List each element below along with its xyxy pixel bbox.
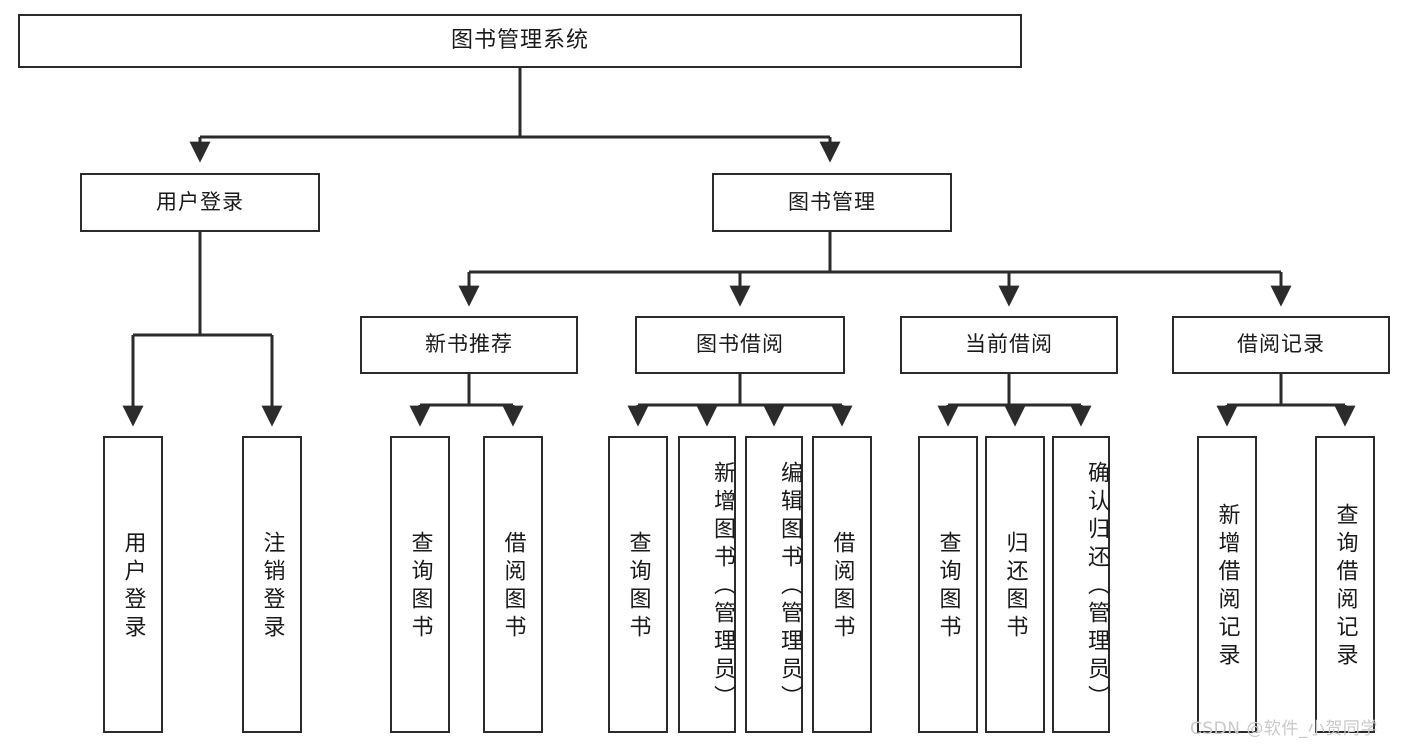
leaf-logout-label: 注销登录 [259,530,285,643]
node-book-manage-label: 图书管理 [788,189,876,214]
leaf-confirm-return-admin-label: 确认归还（管理员） [1084,460,1109,713]
node-root[interactable]: 图书管理系统 [18,14,1022,68]
leaf-query-book-recommend-label: 查询图书 [407,530,433,643]
leaf-user-login[interactable]: 用户登录 [103,436,163,733]
node-book-borrow[interactable]: 图书借阅 [635,316,845,374]
leaf-add-borrow-record[interactable]: 新增借阅记录 [1197,436,1257,733]
node-user-login[interactable]: 用户登录 [80,173,320,232]
leaf-return-book-label: 归还图书 [1002,530,1028,643]
node-borrow-record[interactable]: 借阅记录 [1172,316,1390,374]
csdn-watermark: CSDN @软件_小贺同学 [1190,719,1378,739]
leaf-query-book-borrow-label: 查询图书 [625,530,651,643]
leaf-edit-book-admin-label: 编辑图书（管理员） [777,460,802,713]
leaf-return-book[interactable]: 归还图书 [985,436,1045,733]
leaf-confirm-return-admin[interactable]: 确认归还（管理员） [1052,436,1110,733]
leaf-borrow-book-label: 借阅图书 [829,530,855,643]
leaf-borrow-book[interactable]: 借阅图书 [812,436,872,733]
leaf-edit-book-admin[interactable]: 编辑图书（管理员） [745,436,803,733]
leaf-query-book-borrow[interactable]: 查询图书 [608,436,668,733]
leaf-query-borrow-record-label: 查询借阅记录 [1332,502,1358,671]
leaf-add-book-admin-label: 新增图书（管理员） [710,460,735,713]
node-new-book-recommend[interactable]: 新书推荐 [360,316,578,374]
node-current-borrow[interactable]: 当前借阅 [900,316,1118,374]
node-book-borrow-label: 图书借阅 [696,332,784,357]
leaf-query-book-current-label: 查询图书 [935,530,961,643]
node-borrow-record-label: 借阅记录 [1237,332,1325,357]
leaf-user-login-label: 用户登录 [120,530,146,643]
leaf-query-borrow-record[interactable]: 查询借阅记录 [1315,436,1375,733]
node-new-book-recommend-label: 新书推荐 [425,332,513,357]
leaf-borrow-book-recommend-label: 借阅图书 [500,530,526,643]
leaf-borrow-book-recommend[interactable]: 借阅图书 [483,436,543,733]
leaf-logout[interactable]: 注销登录 [242,436,302,733]
leaf-add-borrow-record-label: 新增借阅记录 [1214,502,1240,671]
node-root-label: 图书管理系统 [450,27,589,53]
leaf-query-book-recommend[interactable]: 查询图书 [390,436,450,733]
leaf-query-book-current[interactable]: 查询图书 [918,436,978,733]
leaf-add-book-admin[interactable]: 新增图书（管理员） [678,436,736,733]
node-book-manage[interactable]: 图书管理 [712,173,952,232]
node-user-login-label: 用户登录 [156,189,244,214]
node-current-borrow-label: 当前借阅 [965,332,1053,357]
